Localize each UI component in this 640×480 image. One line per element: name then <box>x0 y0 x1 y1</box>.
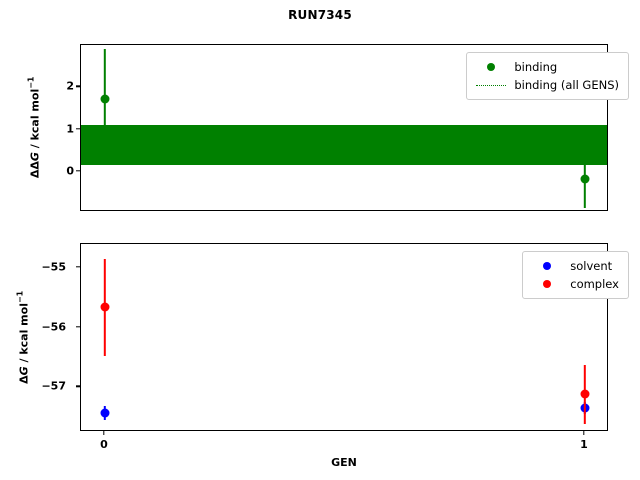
x-axis-tick-marks <box>80 431 608 437</box>
data-point-complex <box>100 302 110 312</box>
bottom-panel-y-tick-mark <box>76 385 80 387</box>
bottom-panel-y-axis-label: ΔG / kcal mol−1 <box>15 290 31 384</box>
top-panel-y-tick-mark <box>76 85 80 87</box>
legend-label: binding (all GENS) <box>514 78 619 92</box>
top-panel-y-tick-marks <box>76 44 81 211</box>
legend-label: binding <box>514 60 558 74</box>
x-axis-tick-mark <box>583 431 585 435</box>
circle-marker-icon <box>543 262 552 270</box>
top-panel-legend[interactable]: binding binding (all GENS) <box>466 52 629 100</box>
x-axis-tick-label: 1 <box>580 438 588 451</box>
bottom-panel-legend[interactable]: solvent complex <box>522 251 629 299</box>
top-panel-y-tick-mark <box>76 170 80 172</box>
top-panel-y-tick-label: 2 <box>66 79 74 93</box>
data-point-solvent <box>100 408 110 418</box>
circle-marker-icon <box>487 63 496 71</box>
legend-entry[interactable]: binding <box>474 58 619 76</box>
all-gens-band <box>81 125 607 166</box>
error-bar <box>103 49 107 133</box>
data-point-binding <box>100 94 110 104</box>
top-panel-y-tick-mark <box>76 127 80 130</box>
top-panel-y-tick-label: 1 <box>66 122 74 136</box>
bottom-panel-y-tick-label: −55 <box>41 260 66 274</box>
x-axis-tick-label: 0 <box>100 438 108 451</box>
top-panel-y-tick-label: 0 <box>66 164 74 178</box>
bottom-panel-y-tick-label: −56 <box>41 320 66 334</box>
error-bar <box>583 165 587 208</box>
bottom-panel-y-tick-label: −57 <box>41 379 66 393</box>
top-panel-data-layer <box>81 45 607 210</box>
bottom-panel-y-tick-labels: −55 −56 −57 <box>40 243 66 431</box>
circle-marker-icon <box>543 280 552 288</box>
bottom-panel-y-tick-marks <box>76 243 81 431</box>
legend-label: complex <box>570 277 619 291</box>
legend-entry[interactable]: solvent <box>530 257 619 275</box>
data-point-complex <box>580 389 590 399</box>
legend-entry[interactable]: complex <box>530 275 619 293</box>
bottom-panel-data-layer <box>81 244 607 430</box>
x-axis-tick-mark <box>103 431 105 435</box>
data-point-binding <box>580 174 590 184</box>
x-axis-label: GEN <box>331 456 357 469</box>
bottom-panel-axes <box>80 243 608 431</box>
top-panel-y-tick-labels: 0 1 2 <box>48 44 74 211</box>
top-panel-y-axis-label: ΔΔG / kcal mol−1 <box>26 76 42 179</box>
legend-label: solvent <box>570 259 613 273</box>
figure-title: RUN7345 <box>288 8 352 22</box>
legend-entry[interactable]: binding (all GENS) <box>474 76 619 94</box>
bottom-panel-y-tick-mark <box>76 325 80 328</box>
bottom-panel-y-tick-mark <box>76 266 80 268</box>
dotted-line-icon <box>476 84 507 86</box>
